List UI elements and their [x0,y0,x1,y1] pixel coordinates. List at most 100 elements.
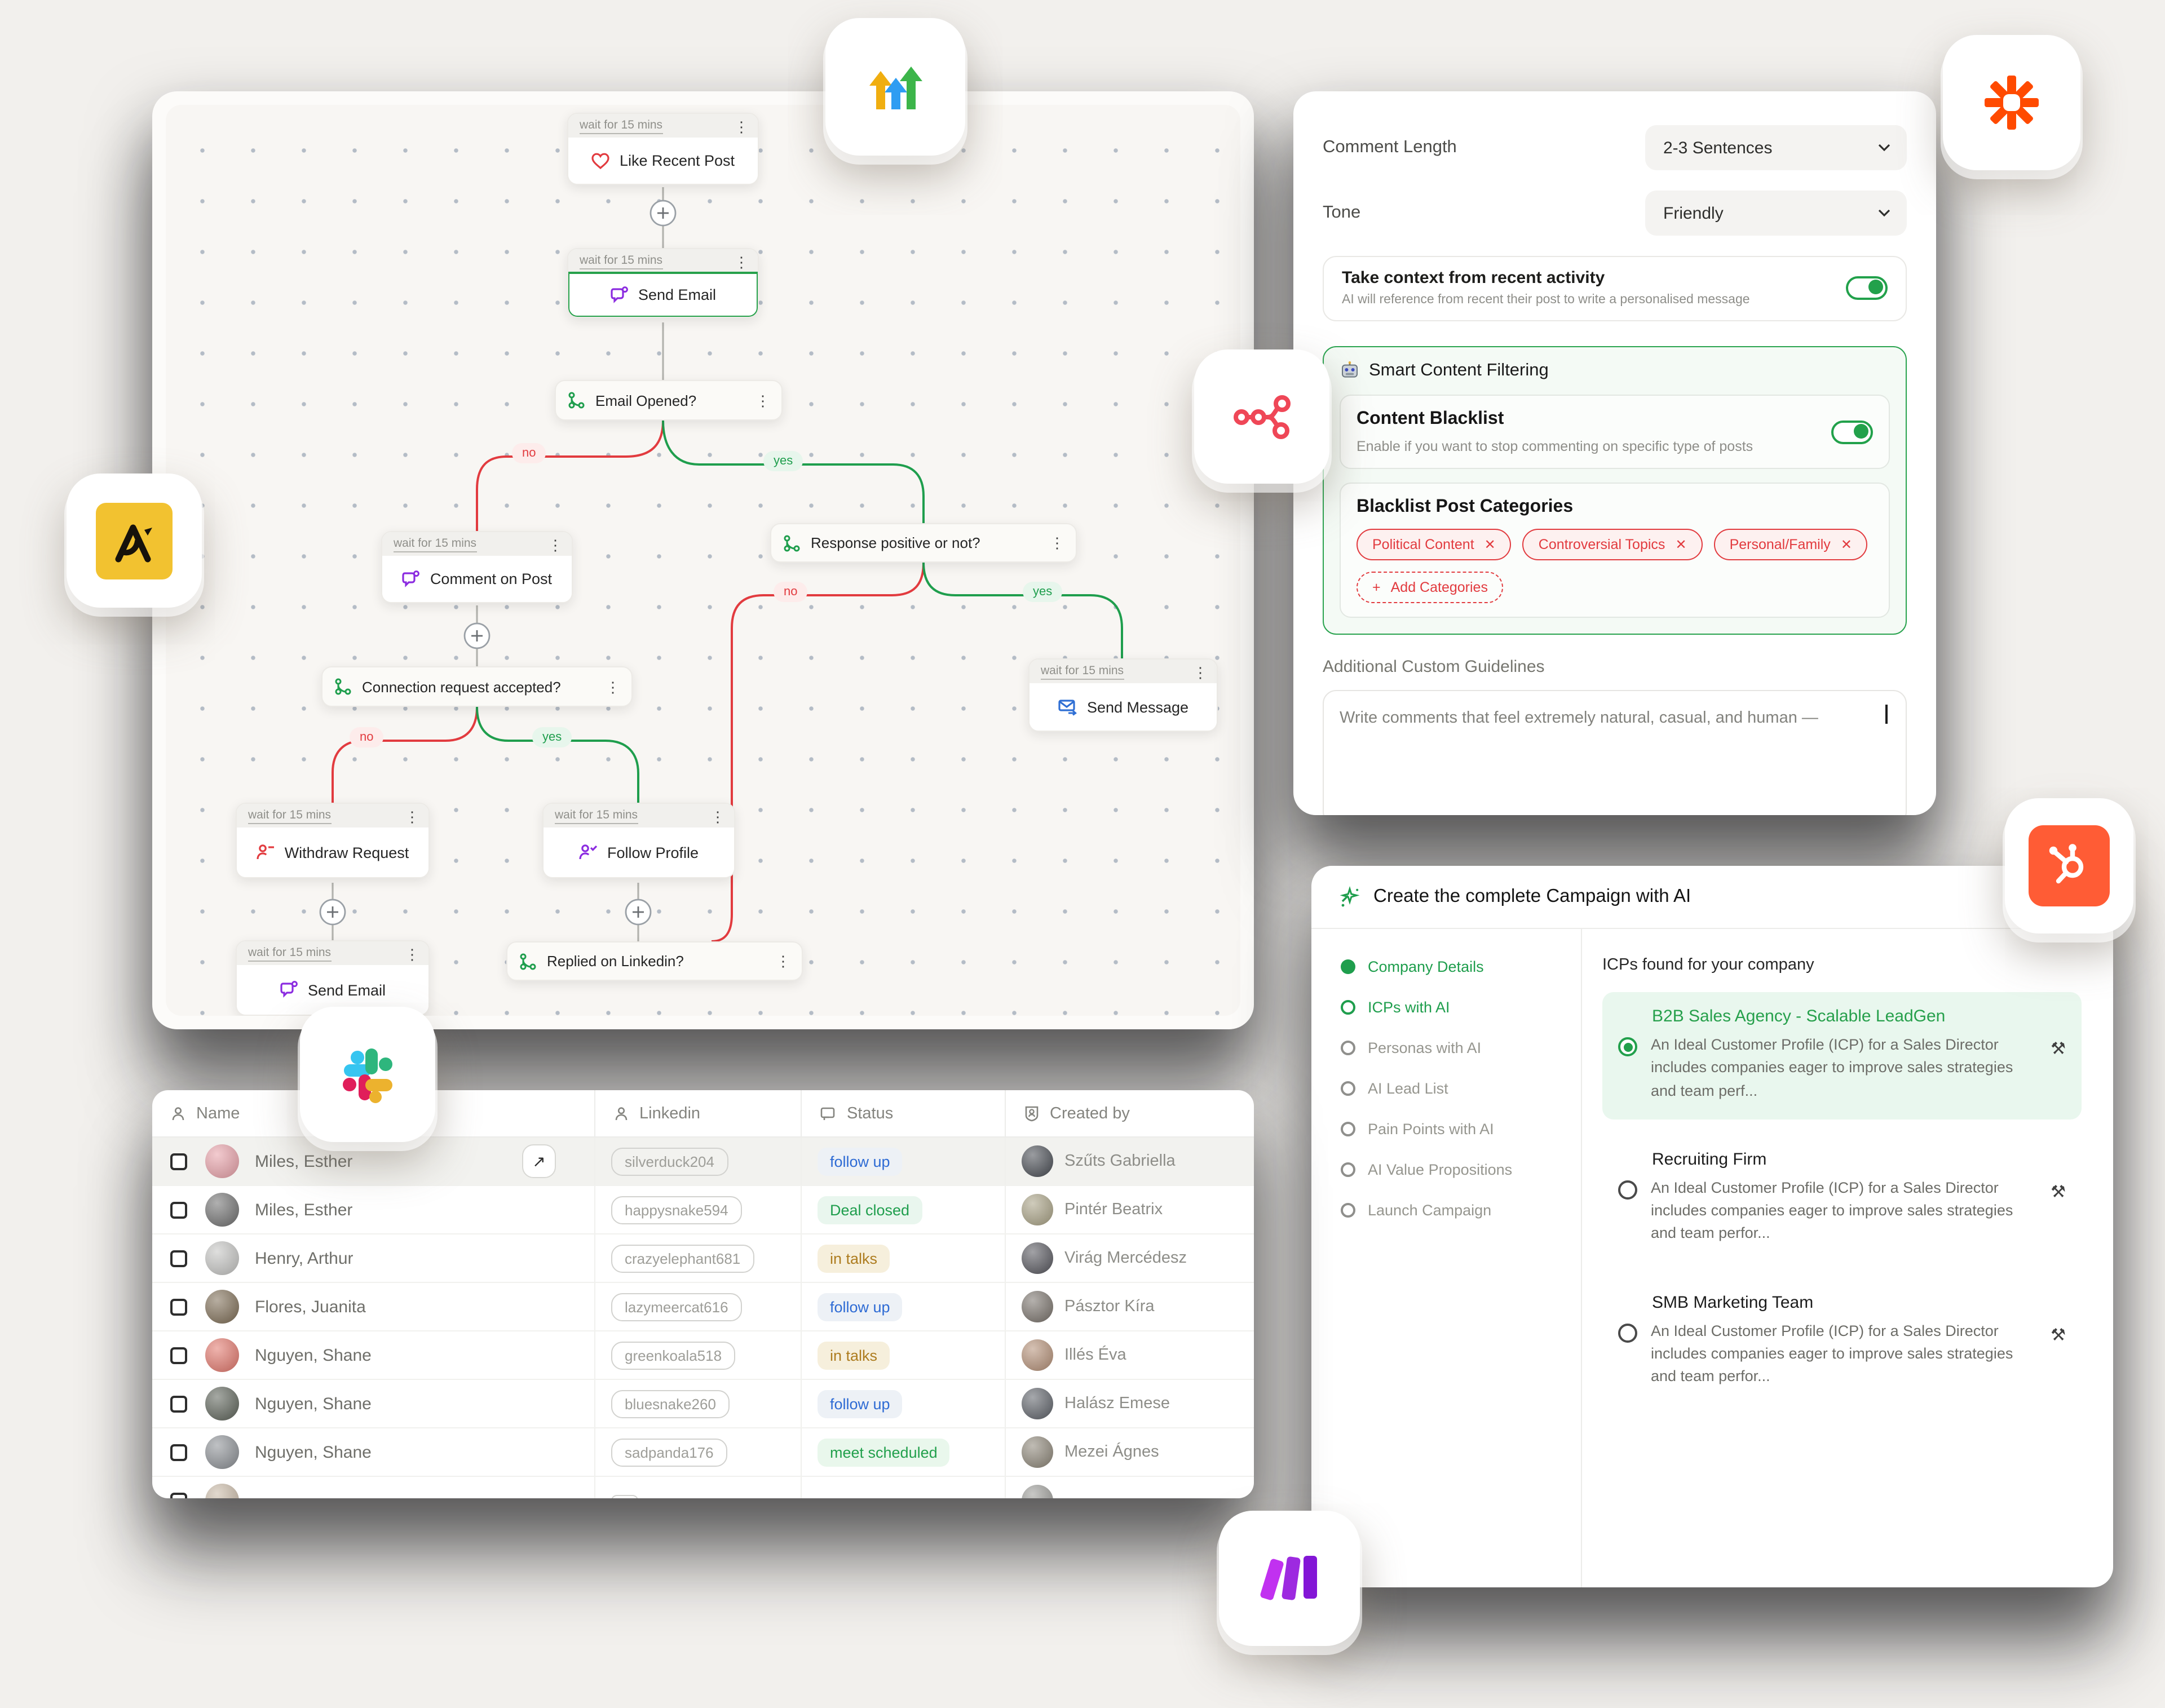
step-icps-with-ai[interactable]: ICPs with AI [1341,999,1581,1016]
row-checkbox[interactable] [170,1444,187,1461]
step-personas-with-ai[interactable]: Personas with AI [1341,1039,1581,1056]
kebab-menu-icon[interactable]: ⋮ [1050,534,1064,551]
column-label[interactable]: Linkedin [639,1104,701,1122]
open-lead-button[interactable]: ↗ [522,1144,556,1178]
table-row[interactable]: Miles, Esther happysnake594 Deal closed … [152,1186,1254,1234]
hubspot-tile[interactable] [2005,798,2133,933]
column-label[interactable]: Created by [1050,1104,1130,1122]
linkedin-handle[interactable]: crazyelephant681 [611,1244,754,1272]
remove-chip-icon[interactable]: ✕ [1840,537,1852,552]
slack-tile[interactable] [300,1007,435,1142]
chip-label: Controversial Topics [1538,537,1665,552]
remove-chip-icon[interactable]: ✕ [1484,537,1496,552]
node-title: Send Message [1086,698,1189,715]
tone-select[interactable]: Friendly [1645,191,1907,236]
comment-length-select[interactable]: 2-3 Sentences [1645,125,1907,170]
category-chip[interactable]: Political Content✕ [1357,529,1512,560]
step-dot-icon [1341,1162,1355,1177]
remove-chip-icon[interactable]: ✕ [1675,537,1687,552]
kebab-menu-icon[interactable]: ⋮ [776,953,790,970]
edit-tools-icon[interactable]: ⚒ [2051,1182,2066,1202]
table-row[interactable] [152,1477,1254,1498]
column-label[interactable]: Status [847,1104,894,1122]
table-row[interactable]: Miles, Esther ↗ silverduck204 follow up … [152,1138,1254,1186]
make-tile[interactable] [1219,1511,1360,1646]
wait-label[interactable]: wait for 15 mins [555,808,638,824]
radio-selected-icon[interactable] [1618,1037,1637,1056]
content-blacklist-toggle[interactable] [1831,420,1873,444]
row-checkbox[interactable] [170,1395,187,1412]
workflow-dot-grid-canvas[interactable]: no yes no yes no yes wait for 15 mins⋮ L… [166,105,1240,1016]
row-checkbox[interactable] [170,1347,187,1364]
linkedin-handle[interactable] [611,1495,638,1498]
node-send-email[interactable]: wait for 15 mins⋮ Send Email [567,248,759,318]
node-connection-accepted[interactable]: Connection request accepted? ⋮ [321,666,633,707]
step-pain-points[interactable]: Pain Points with AI [1341,1121,1581,1138]
gohighlevel-tile[interactable] [825,18,965,156]
node-title: Send Email [307,981,386,998]
table-row[interactable]: Nguyen, Shane greenkoala518 in talks Ill… [152,1331,1254,1380]
kebab-menu-icon[interactable]: ⋮ [548,536,563,553]
node-withdraw-request[interactable]: wait for 15 mins⋮ Withdraw Request [236,803,430,878]
kebab-menu-icon[interactable]: ⋮ [1193,663,1208,680]
edit-tools-icon[interactable]: ⚒ [2051,1039,2066,1059]
node-response-positive[interactable]: Response positive or not? ⋮ [770,523,1077,563]
node-title: Like Recent Post [619,152,735,169]
linkedin-handle[interactable]: lazymeercat616 [611,1293,742,1321]
node-send-email-2[interactable]: wait for 15 mins ⋮ Send Email [236,940,430,1016]
linkedin-handle[interactable]: greenkoala518 [611,1341,736,1369]
node-send-message[interactable]: wait for 15 mins ⋮ Send Message [1028,658,1218,732]
kebab-menu-icon[interactable]: ⋮ [734,118,749,135]
linkedin-handle[interactable]: bluesnake260 [611,1390,730,1418]
node-email-opened[interactable]: Email Opened? ⋮ [555,380,783,421]
wait-label[interactable]: wait for 15 mins [1041,664,1124,680]
step-ai-value-propositions[interactable]: AI Value Propositions [1341,1161,1581,1178]
step-launch-campaign[interactable]: Launch Campaign [1341,1202,1581,1219]
add-categories-button[interactable]: +Add Categories [1357,572,1504,603]
custom-guidelines-textarea[interactable]: Write comments that feel extremely natur… [1323,690,1907,815]
radio-unselected-icon[interactable] [1618,1323,1637,1342]
icp-card-smb-marketing-team[interactable]: SMB Marketing Team An Ideal Customer Pro… [1602,1278,2082,1405]
table-row[interactable]: Flores, Juanita lazymeercat616 follow up… [152,1283,1254,1331]
node-follow-profile[interactable]: wait for 15 mins⋮ Follow Profile [542,803,735,878]
column-label[interactable]: Name [196,1104,240,1122]
brand-a-tile[interactable] [67,474,202,608]
category-chip[interactable]: Controversial Topics ✕ [1522,529,1703,560]
category-chip[interactable]: Personal/Family✕ [1713,529,1868,560]
table-row[interactable]: Nguyen, Shane sadpanda176 meet scheduled… [152,1428,1254,1477]
kebab-menu-icon[interactable]: ⋮ [405,808,419,825]
row-checkbox[interactable] [170,1250,187,1267]
step-company-details[interactable]: Company Details [1341,958,1581,975]
wait-label[interactable]: wait for 15 mins [580,118,663,134]
kebab-menu-icon[interactable]: ⋮ [755,392,770,409]
node-like-recent-post[interactable]: wait for 15 mins ⋮ Like Recent Post [567,113,759,185]
wait-label[interactable]: wait for 15 mins [580,254,663,269]
kebab-menu-icon[interactable]: ⋮ [710,808,725,825]
edit-tools-icon[interactable]: ⚒ [2051,1325,2066,1344]
linkedin-handle[interactable]: happysnake594 [611,1196,742,1224]
radio-unselected-icon[interactable] [1618,1180,1637,1200]
workflow-branch-tile[interactable] [1194,349,1329,484]
table-row[interactable]: Nguyen, Shane bluesnake260 follow up Hal… [152,1380,1254,1428]
row-checkbox[interactable] [170,1201,187,1218]
wait-label[interactable]: wait for 15 mins [248,808,332,824]
kebab-menu-icon[interactable]: ⋮ [734,253,749,270]
take-context-toggle[interactable] [1846,276,1888,299]
icp-card-recruiting-firm[interactable]: Recruiting Firm An Ideal Customer Profil… [1602,1135,2082,1263]
wait-label[interactable]: wait for 15 mins [394,537,477,552]
kebab-menu-icon[interactable]: ⋮ [606,678,620,695]
node-replied-linkedin[interactable]: Replied on Linkedin? ⋮ [506,941,803,981]
kebab-menu-icon[interactable]: ⋮ [405,945,419,962]
linkedin-handle[interactable]: silverduck204 [611,1147,728,1175]
row-checkbox[interactable] [170,1492,187,1498]
step-ai-lead-list[interactable]: AI Lead List [1341,1080,1581,1097]
row-checkbox[interactable] [170,1298,187,1315]
icp-card-b2b-sales-agency[interactable]: B2B Sales Agency - Scalable LeadGen An I… [1602,992,2082,1120]
wait-label[interactable]: wait for 15 mins [248,946,332,962]
row-checkbox[interactable] [170,1153,187,1170]
zapier-tile[interactable] [1943,35,2080,170]
node-comment-on-post[interactable]: wait for 15 mins⋮ Comment on Post [381,531,573,603]
linkedin-handle[interactable]: sadpanda176 [611,1438,727,1466]
table-row[interactable]: Henry, Arthur crazyelephant681 in talks … [152,1234,1254,1283]
person-minus-icon [257,844,275,860]
